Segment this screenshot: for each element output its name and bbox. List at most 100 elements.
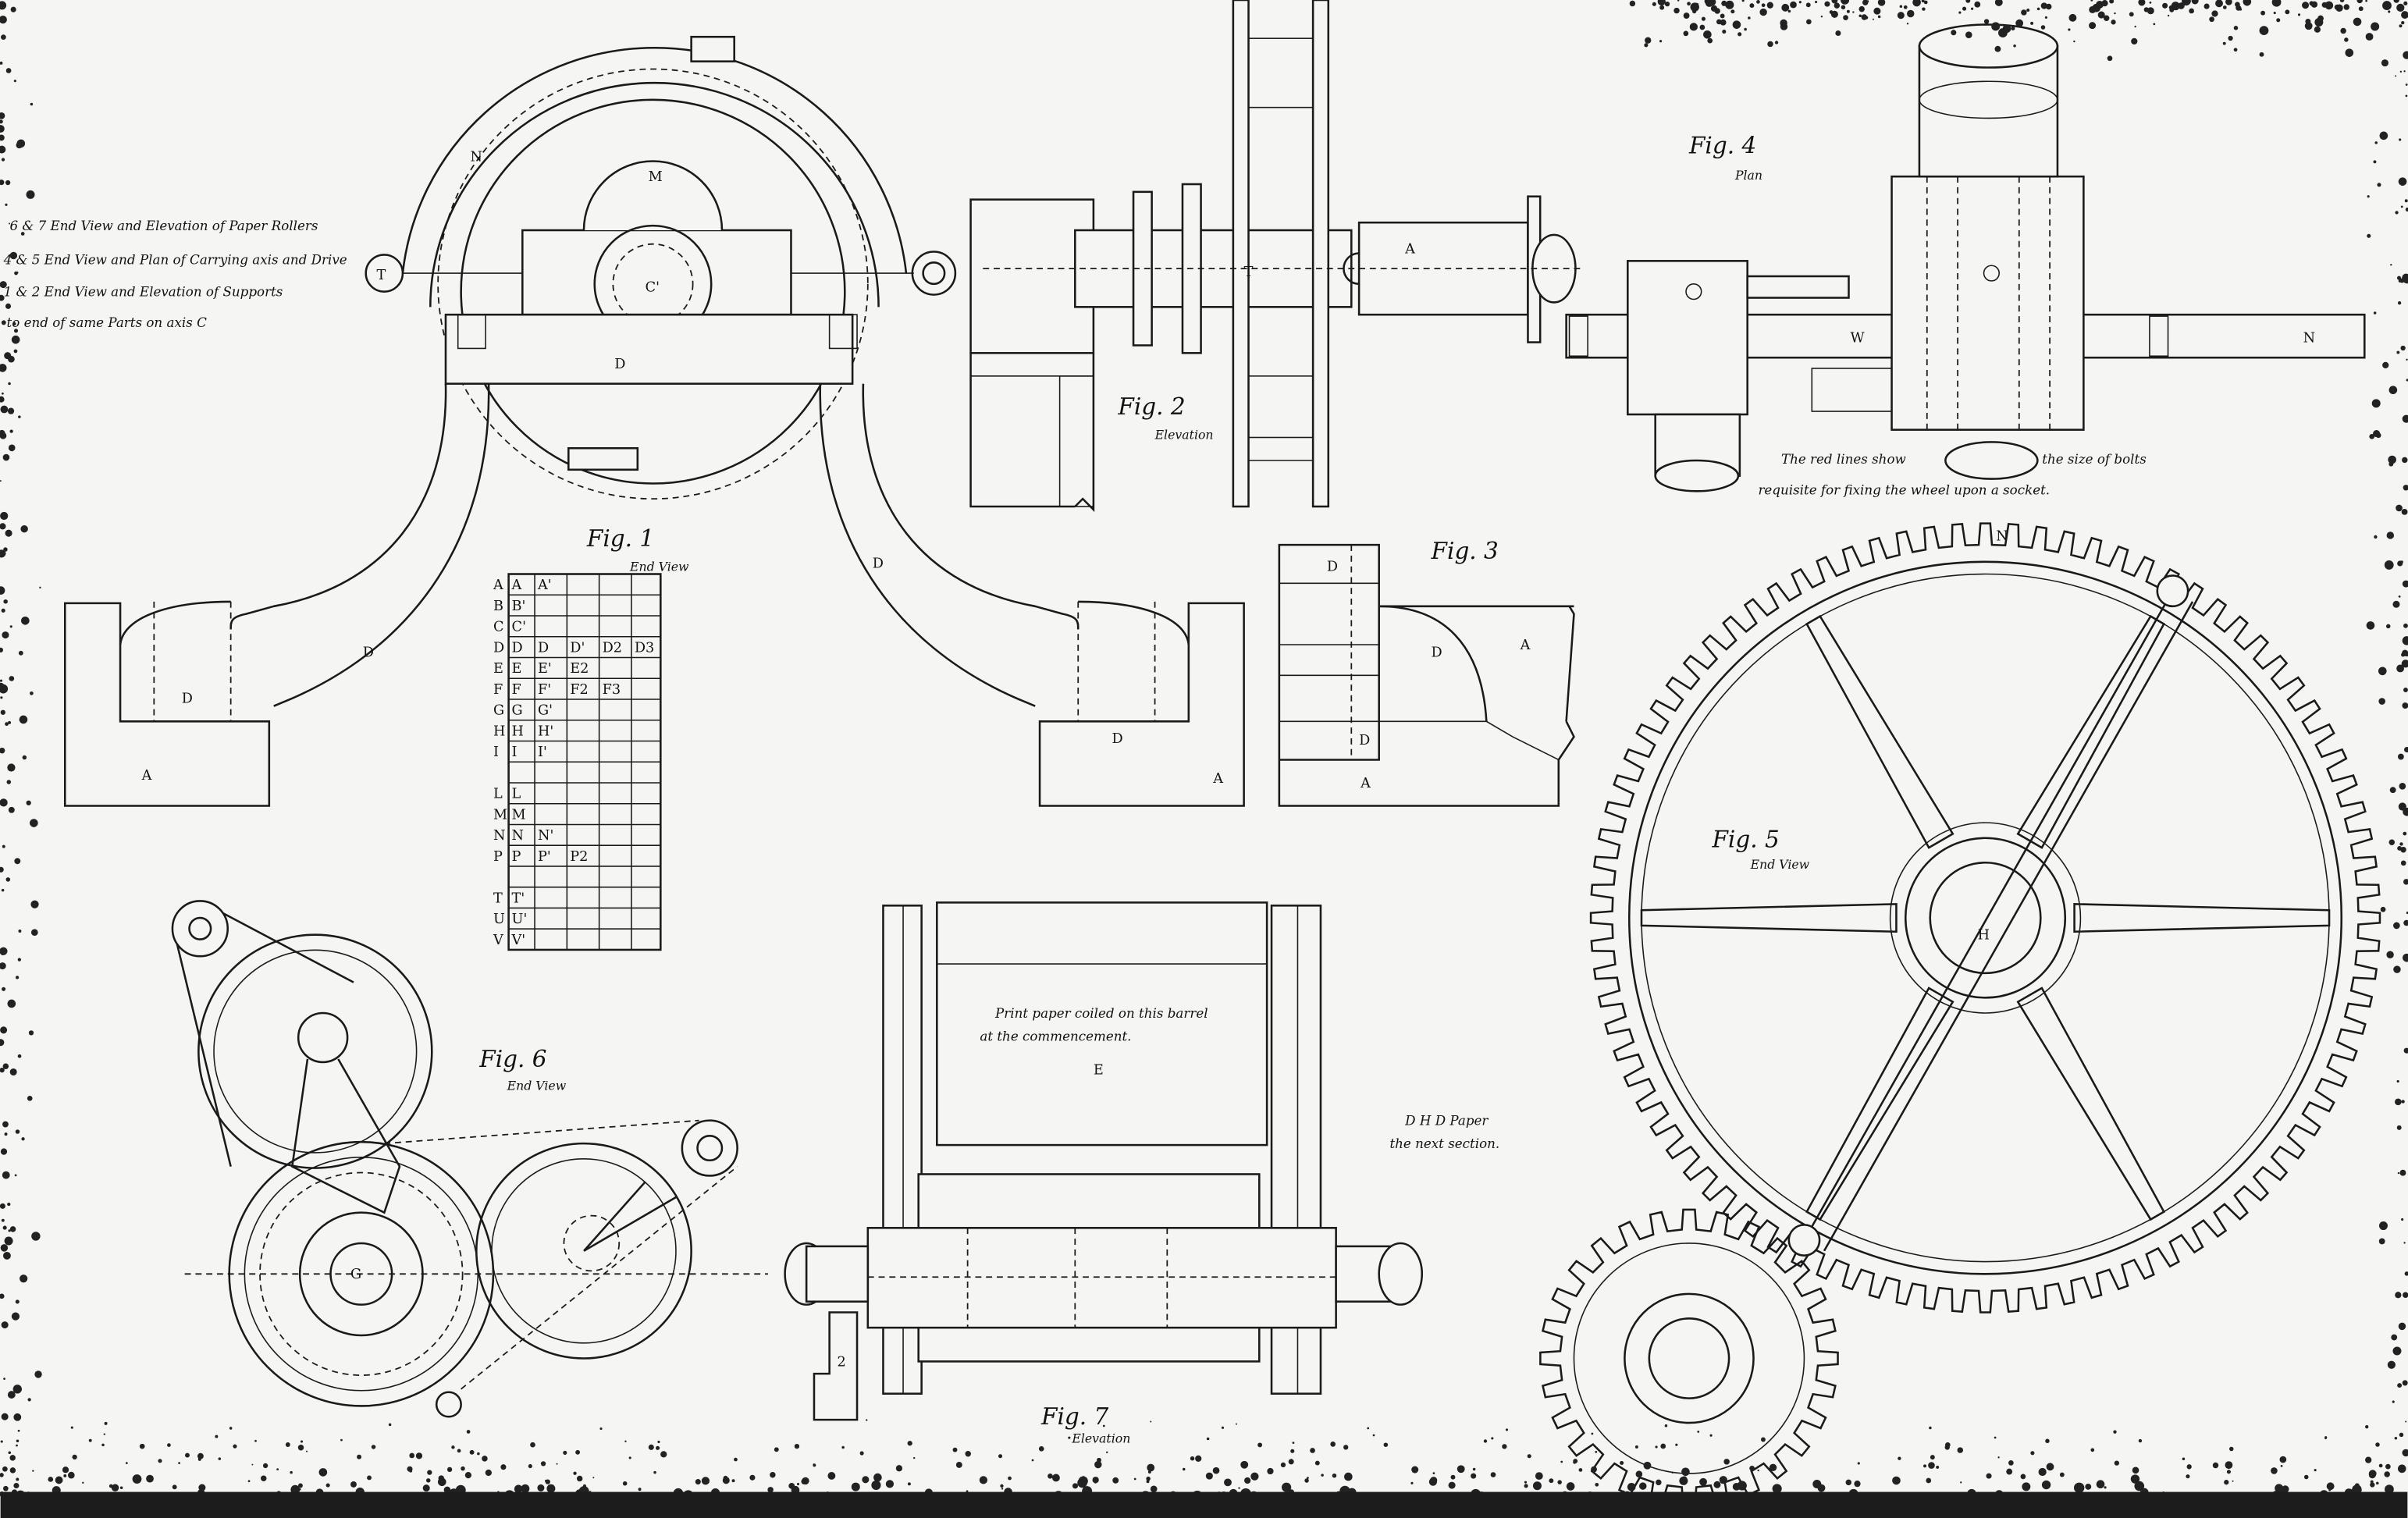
- grime-speck: [1720, 19, 1727, 26]
- frame-window-bottom: [1247, 375, 1314, 439]
- grime-speck: [2380, 906, 2386, 912]
- grime-speck: [528, 1463, 532, 1469]
- table-row-label: F: [493, 682, 503, 698]
- grime-speck: [18, 650, 23, 656]
- table-row-label: C: [493, 620, 504, 635]
- grime-speck: [1505, 1428, 1509, 1431]
- grime-speck: [2368, 1470, 2377, 1478]
- grime-speck: [3, 547, 8, 552]
- axle-bore: [612, 243, 694, 325]
- grime-speck: [1150, 1420, 1152, 1423]
- grime-speck: [2006, 1468, 2013, 1475]
- grime-speck: [1330, 1442, 1336, 1447]
- grime-speck: [1674, 7, 1680, 14]
- grime-speck: [8, 720, 12, 724]
- grime-speck: [1769, 1463, 1777, 1472]
- grime-speck: [2378, 1221, 2388, 1231]
- label-n4: N: [2303, 331, 2315, 347]
- grime-speck: [2101, 0, 2108, 7]
- grime-speck: [457, 1449, 461, 1453]
- table-row-label: L: [493, 787, 503, 802]
- grime-speck: [2040, 2, 2047, 9]
- grime-speck: [297, 1483, 303, 1488]
- grime-speck: [2404, 746, 2408, 753]
- grime-speck: [2038, 1467, 2047, 1477]
- grime-speck: [2235, 5, 2242, 11]
- grime-speck: [2059, 1472, 2065, 1477]
- grime-speck: [1591, 1466, 1597, 1473]
- table-cell: D: [512, 640, 523, 656]
- fig6-title: Fig. 6: [478, 1046, 546, 1072]
- grime-speck: [1432, 1472, 1435, 1474]
- grime-speck: [2401, 20, 2405, 25]
- dashed-sweep-circle: [437, 68, 869, 500]
- grime-speck: [5, 68, 12, 73]
- grime-speck: [2388, 455, 2396, 464]
- table-row-label: M: [493, 807, 507, 823]
- grime-speck: [0, 429, 5, 437]
- grime-speck: [290, 1470, 293, 1474]
- grime-speck: [2243, 0, 2252, 6]
- grime-speck: [1960, 1481, 1962, 1484]
- grime-speck: [2388, 386, 2398, 395]
- grime-speck: [2085, 1483, 2092, 1490]
- grime-speck: [285, 1442, 290, 1447]
- grime-speck: [62, 1466, 69, 1474]
- grime-speck: [2365, 1456, 2372, 1463]
- grime-speck: [0, 1293, 5, 1299]
- grime-speck: [2398, 1322, 2406, 1331]
- grime-speck: [2395, 1292, 2402, 1299]
- grime-speck: [770, 1472, 776, 1478]
- grime-speck: [2303, 1474, 2309, 1480]
- grime-speck: [1629, 0, 1636, 7]
- grime-speck: [15, 1129, 20, 1134]
- grime-speck: [1829, 10, 1834, 14]
- grime-speck: [1873, 7, 1881, 15]
- grime-speck: [7, 763, 16, 772]
- fig4-title: Fig. 4: [1688, 133, 1756, 159]
- paper-barrel: [936, 901, 1268, 1146]
- grime-speck: [2402, 649, 2408, 656]
- grime-speck: [2392, 600, 2400, 608]
- grime-speck: [2399, 1432, 2404, 1438]
- grime-speck: [599, 1427, 603, 1431]
- grime-speck: [2321, 2, 2328, 8]
- grime-speck: [2386, 624, 2391, 629]
- grime-speck: [2089, 22, 2097, 30]
- grime-speck: [1903, 5, 1908, 9]
- grime-speck: [1994, 45, 2001, 52]
- grime-speck: [276, 1468, 279, 1471]
- grime-speck: [1410, 1481, 1414, 1484]
- grime-speck: [1549, 1478, 1554, 1484]
- grime-speck: [1845, 1479, 1852, 1486]
- grime-speck: [1936, 1465, 1940, 1469]
- grime-speck: [2, 392, 4, 395]
- grime-speck: [22, 755, 27, 760]
- grime-speck: [1687, 2, 1691, 6]
- grime-speck: [2229, 1446, 2234, 1452]
- grime-speck: [514, 1484, 523, 1494]
- grime-speck: [2405, 94, 2408, 98]
- grime-speck: [1684, 12, 1689, 17]
- grime-speck: [1, 1218, 5, 1222]
- lever-pivot-bottom: [1787, 1224, 1821, 1257]
- grime-speck: [1732, 20, 1741, 29]
- grime-speck: [297, 1444, 304, 1451]
- grime-speck: [1921, 0, 1925, 3]
- grime-speck: [2346, 6, 2349, 9]
- grime-speck: [15, 1299, 20, 1304]
- grime-speck: [2021, 9, 2027, 16]
- grime-speck: [2399, 1169, 2406, 1176]
- grime-speck: [325, 1483, 330, 1488]
- grime-speck: [1831, 0, 1838, 4]
- table-row-label: A: [493, 578, 503, 593]
- foot-hidden-lines: [153, 601, 232, 722]
- grime-speck: [0, 1203, 5, 1209]
- grime-speck: [2374, 535, 2378, 539]
- grime-speck: [1872, 18, 1874, 20]
- lever-arm-edge: [1823, 601, 2194, 1252]
- grime-speck: [1659, 5, 1665, 10]
- grime-speck: [1861, 14, 1868, 20]
- grime-speck: [443, 1486, 451, 1494]
- shaft-end-right: [1378, 1242, 1424, 1306]
